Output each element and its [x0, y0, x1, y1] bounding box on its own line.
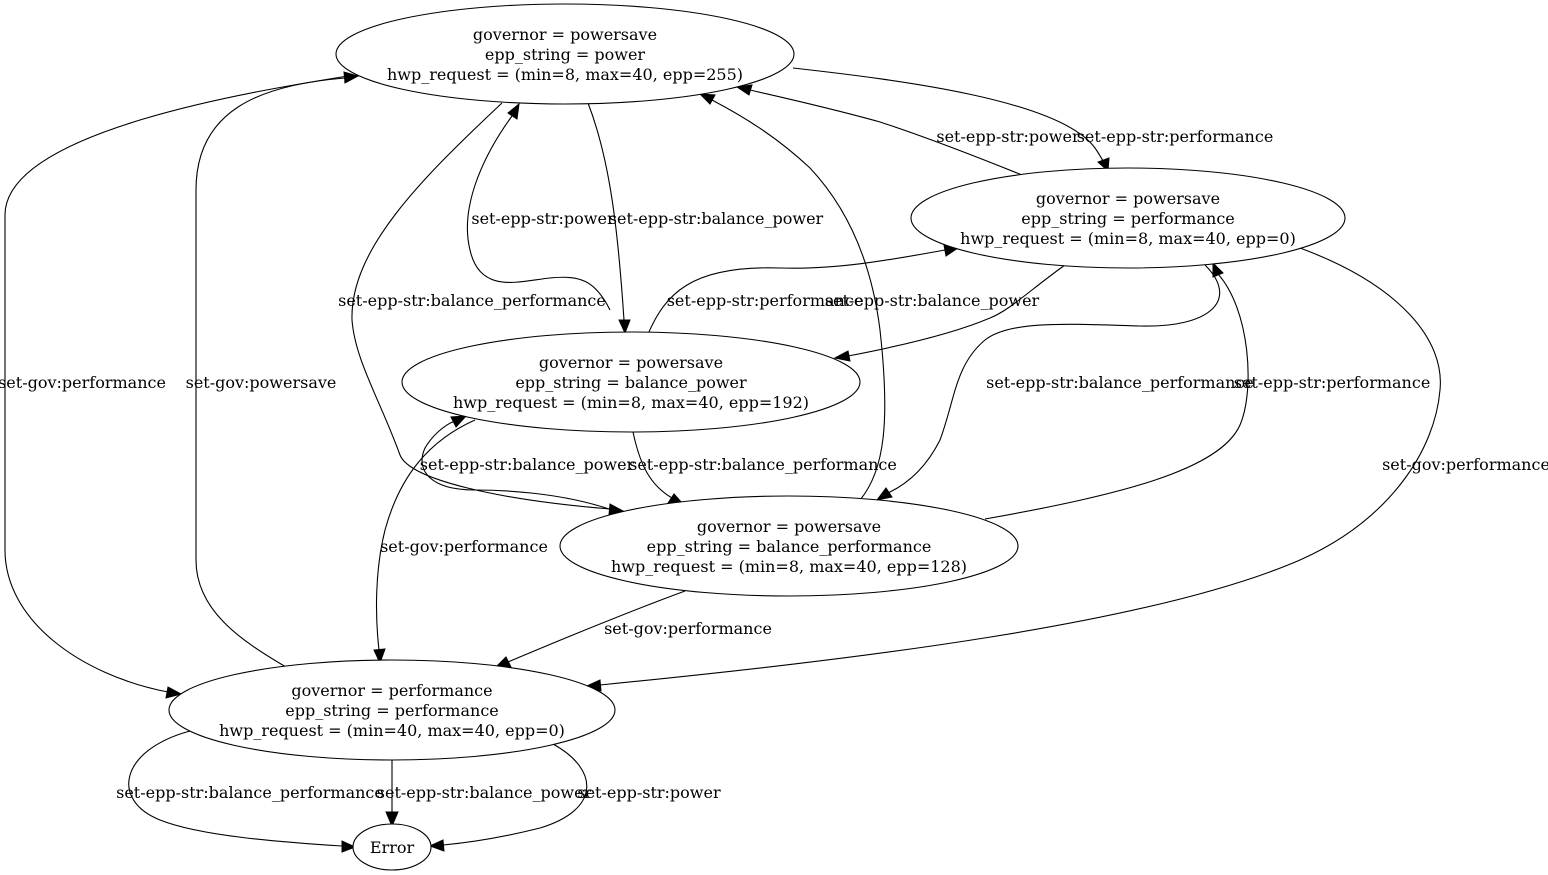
edge-performance-to-gov-performance: set-gov:performance: [585, 247, 1548, 692]
edge-balance-performance-to-power: [698, 93, 886, 501]
node-label-line: hwp_request = (min=40, max=40, epp=0): [219, 721, 565, 740]
edge-balance-performance-to-balance-power: set-epp-str:balance_power: [420, 415, 635, 511]
state-node-gov-performance: governor = performance epp_string = perf…: [168, 659, 616, 761]
node-label-line: governor = powersave: [1036, 189, 1220, 208]
node-label-line: epp_string = power: [485, 45, 646, 64]
edge-label: set-gov:performance: [1382, 455, 1548, 474]
edge-label: set-epp-str:power: [936, 127, 1080, 146]
node-label-line: hwp_request = (min=8, max=40, epp=0): [960, 229, 1296, 248]
edge-label: set-epp-str:performance: [667, 291, 864, 310]
edge-performance-to-balance-performance: set-epp-str:balance_performance: [875, 264, 1254, 501]
edge-label: set-epp-str:balance_performance: [629, 455, 897, 474]
state-node-balance-power: governor = powersave epp_string = balanc…: [401, 331, 861, 433]
edge-label: set-epp-str:balance_power: [609, 209, 824, 228]
edge-label: set-epp-str:balance_power: [377, 783, 592, 802]
edge-power-to-performance: set-epp-str:performance: [792, 67, 1274, 173]
edge-power-to-balance-power: set-epp-str:balance_power: [587, 102, 824, 335]
edge-label: set-gov:powersave: [186, 373, 337, 392]
edge-label: set-gov:performance: [0, 373, 166, 392]
edge-gov-performance-to-error: set-epp-str:power: [428, 743, 721, 852]
edge-gov-performance-to-error: set-epp-str:balance_power: [377, 760, 592, 828]
node-label-line: governor = powersave: [697, 517, 881, 536]
edge-balance-power-to-balance-performance: set-epp-str:balance_performance: [629, 431, 897, 505]
edge-gov-performance-to-power: set-gov:powersave: [186, 71, 360, 668]
edge-power-to-balance-performance: set-epp-str:balance_performance: [338, 102, 625, 516]
edge-label: set-epp-str:performance: [1234, 373, 1431, 392]
edge-label: set-gov:performance: [604, 619, 772, 638]
node-label-line: governor = performance: [291, 681, 492, 700]
edge-performance-to-power: set-epp-str:power: [735, 84, 1080, 176]
node-label-line: governor = powersave: [539, 353, 723, 372]
node-label-line: governor = powersave: [473, 25, 657, 44]
state-node-error: Error: [352, 823, 432, 871]
node-label-line: epp_string = performance: [285, 701, 499, 720]
edge-label: set-epp-str:balance_performance: [116, 783, 384, 802]
edge-label: set-epp-str:balance_power: [825, 291, 1040, 310]
node-label-line: epp_string = balance_performance: [647, 537, 932, 556]
state-node-power: governor = powersave epp_string = power …: [335, 3, 795, 105]
edge-label: set-epp-str:power: [471, 209, 615, 228]
edge-label: set-epp-str:power: [577, 783, 721, 802]
edge-performance-to-balance-power: set-epp-str:balance_power: [825, 264, 1066, 362]
edge-balance-performance-to-gov-performance: set-gov:performance: [494, 590, 772, 668]
edge-balance-power-to-performance: set-epp-str:performance: [647, 244, 960, 335]
node-label-line: hwp_request = (min=8, max=40, epp=255): [387, 65, 743, 84]
state-node-balance-performance: governor = powersave epp_string = balanc…: [559, 495, 1019, 597]
edge-label: set-epp-str:balance_performance: [338, 291, 606, 310]
edge-power-to-gov-performance: set-gov:performance: [0, 74, 355, 699]
state-node-performance: governor = powersave epp_string = perfor…: [910, 167, 1346, 269]
node-label-line: Error: [370, 838, 415, 857]
node-label-line: hwp_request = (min=8, max=40, epp=192): [453, 393, 809, 412]
node-label-line: epp_string = performance: [1021, 209, 1235, 228]
edge-label: set-epp-str:balance_power: [420, 455, 635, 474]
edge-label: set-gov:performance: [380, 537, 548, 556]
edge-label: set-epp-str:balance_performance: [986, 373, 1254, 392]
edge-balance-power-to-gov-performance: set-gov:performance: [373, 419, 548, 665]
edge-gov-performance-to-error: set-epp-str:balance_performance: [116, 730, 384, 853]
edge-balance-performance-to-performance: set-epp-str:performance: [984, 261, 1431, 520]
node-label-line: epp_string = balance_power: [515, 373, 747, 392]
edge-label: set-epp-str:performance: [1077, 127, 1274, 146]
edge-balance-power-to-power: set-epp-str:power: [466, 102, 615, 311]
node-label-line: hwp_request = (min=8, max=40, epp=128): [611, 557, 967, 576]
